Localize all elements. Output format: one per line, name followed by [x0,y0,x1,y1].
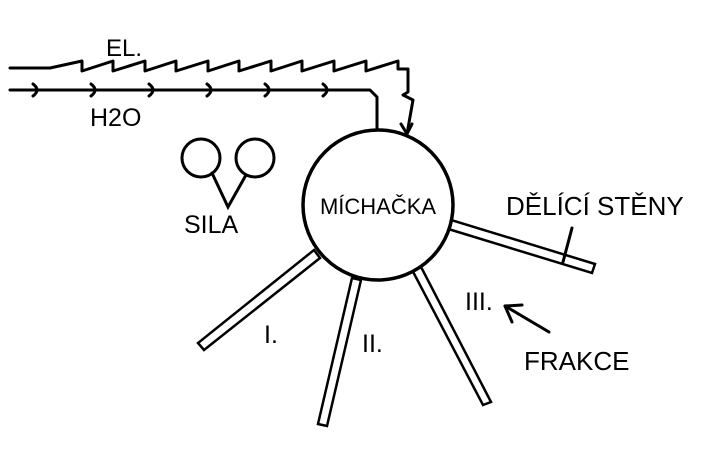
delici-steny-pointer [561,226,574,264]
delici-steny-label: DĚLÍCÍ STĚNY [506,191,684,221]
mixer-circle [301,128,455,282]
water-line [8,82,379,132]
electric-line [8,59,415,136]
fraction-2-label: II. [362,330,383,358]
silo-left [180,137,222,179]
silo-right [234,137,276,179]
frakce-arrow [503,303,551,334]
el-label: EL. [106,35,142,62]
wall-2 [316,276,363,428]
michacka-label: MÍCHAČKA [320,194,436,219]
fraction-3-label: III. [465,288,493,316]
wall-1 [196,248,322,352]
wall-3 [408,261,493,407]
h2o-label: H2O [90,104,141,132]
fraction-1-label: I. [264,321,278,349]
silos [180,137,276,211]
frakce-label: FRAKCE [524,346,629,376]
sila-label: SILA [184,211,239,239]
